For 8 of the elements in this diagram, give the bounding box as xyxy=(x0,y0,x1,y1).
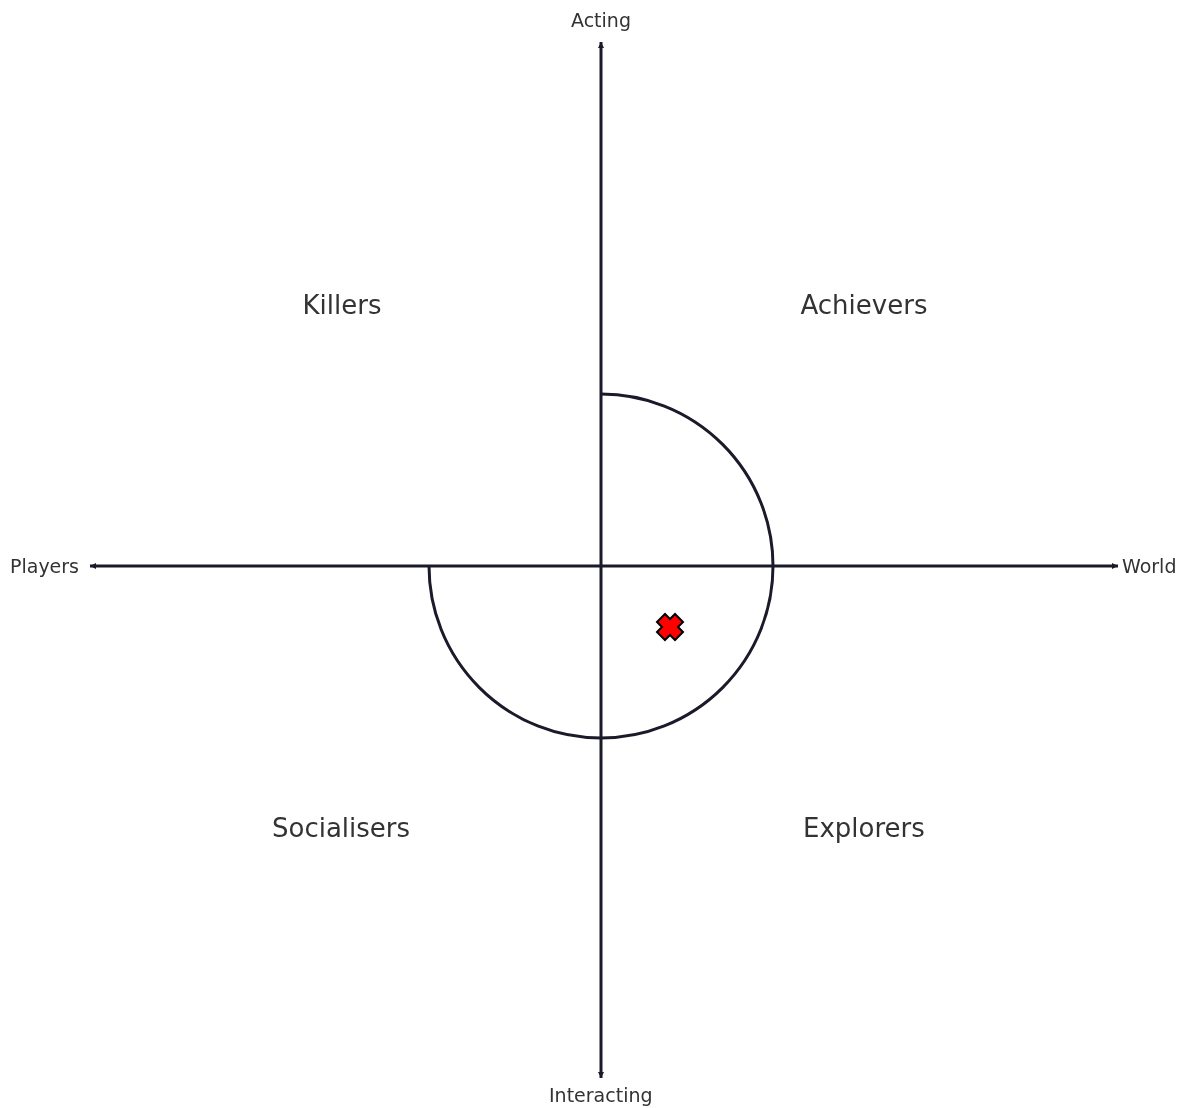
quadrant-label: Explorers xyxy=(803,815,925,841)
quadrant-label: Killers xyxy=(302,292,382,318)
axis-label: Players xyxy=(10,556,80,576)
quadrant-label: Achievers xyxy=(800,292,928,318)
quadrant-label: Socialisers xyxy=(272,815,411,841)
axis-label: World xyxy=(1122,556,1177,576)
axis-label: Interacting xyxy=(549,1085,653,1105)
axis-label: Acting xyxy=(571,10,631,30)
